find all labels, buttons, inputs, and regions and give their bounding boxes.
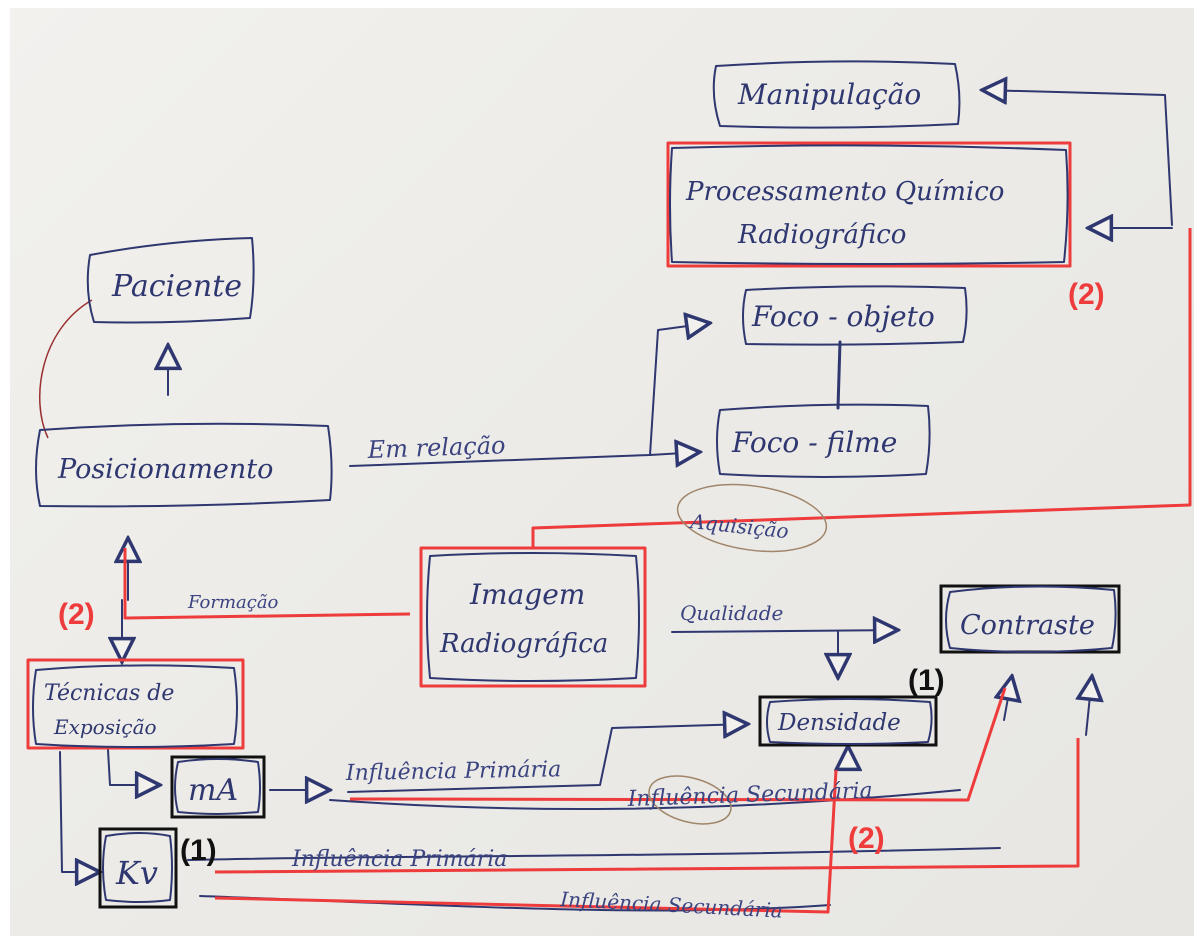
red-line-kv-secundaria-densidade [214, 769, 838, 914]
marker-black-1-densidade: (1) [908, 664, 945, 697]
edge-up-contraste-1 [1004, 676, 1012, 721]
label-formacao: Formação [187, 592, 279, 613]
box-tecnicas [32, 664, 238, 748]
node-kv: Kv [115, 854, 158, 892]
node-contraste: Contraste [960, 610, 1095, 641]
marker-red-2-bottom: (2) [848, 822, 885, 855]
label-aquisicao: Aquisição [687, 509, 789, 543]
node-foco-filme: Foco - filme [731, 426, 897, 459]
red-box-tecnicas [26, 658, 245, 750]
label-qualidade: Qualidade [680, 601, 783, 625]
edge-kv-primaria [187, 847, 1001, 861]
ellipse-aquisicao [676, 483, 828, 553]
node-manipulacao: Manipulação [737, 78, 921, 111]
edge-influencia-primaria-densidade [347, 724, 748, 793]
edge-tecnicas-kv [59, 751, 100, 872]
label-influencia-primaria-kv: Influência Primária [291, 847, 507, 872]
node-imagem-line1: Imagem [469, 578, 585, 611]
label-em-relacao: Em relação [366, 431, 506, 464]
edge-labels: Em relação Aquisição Formação Qualidade … [187, 431, 873, 922]
node-densidade: Densidade [777, 710, 901, 736]
edge-qualidade-contraste [671, 630, 898, 632]
red-box-processamento [666, 141, 1072, 268]
node-imagem-line2: Radiográfica [439, 629, 608, 659]
red-line-imagem-processamento [531, 228, 1192, 548]
black-box-densidade [758, 695, 938, 747]
node-posicionamento: Posicionamento [57, 454, 273, 485]
box-kv [102, 832, 173, 903]
box-densidade [766, 698, 933, 745]
black-box-kv [98, 827, 178, 909]
node-processamento-line1: Processamento Químico [685, 177, 1004, 207]
box-foco-objeto [742, 285, 968, 346]
edge-paciente-to-posicionamento [39, 299, 93, 439]
label-influencia-secundaria-kv: Influência Secundária [559, 887, 784, 923]
box-manipulacao [712, 60, 961, 129]
edge-tecnicas-ma [107, 749, 160, 785]
box-foco-filme [716, 403, 931, 478]
marker-red-2-tecnicas: (2) [58, 598, 95, 631]
marker-red-2-processamento: (2) [1068, 278, 1105, 311]
box-ma [174, 758, 261, 815]
red-line-kv-primaria-contraste [214, 738, 1080, 874]
box-paciente [86, 237, 255, 324]
node-ma: mA [188, 773, 238, 808]
node-tecnicas-line2: Exposição [53, 715, 157, 739]
edge-foco-objeto-foco-filme [836, 340, 842, 410]
markers: (2) (2) (2) (1) (1) [58, 278, 1105, 867]
marker-black-1-kv: (1) [180, 834, 217, 867]
box-processamento [669, 144, 1069, 265]
red-annotations [26, 141, 1192, 914]
node-processamento-line2: Radiográfico [737, 220, 906, 250]
black-box-ma [170, 755, 266, 819]
node-paciente: Paciente [111, 269, 242, 304]
box-imagem [426, 552, 640, 682]
edge-to-manipulacao [982, 90, 1173, 226]
paper-background [10, 8, 1194, 936]
node-tecnicas-line1: Técnicas de [44, 681, 174, 706]
box-contraste [945, 585, 1117, 653]
red-box-imagem [419, 546, 647, 688]
red-line-imagem-tecnicas [123, 548, 411, 620]
label-influencia-secundaria-ma: Influência Secundária [626, 778, 873, 812]
edge-up-contraste-2 [1086, 676, 1092, 736]
node-boxes [32, 60, 1117, 903]
edge-em-relacao-foco-objeto [649, 323, 710, 456]
black-annotations [98, 584, 1121, 909]
box-posicionamento [35, 422, 333, 508]
node-foco-objeto: Foco - objeto [751, 300, 935, 333]
node-labels: Manipulação Processamento Químico Radiog… [44, 78, 1095, 892]
label-influencia-primaria-ma: Influência Primária [345, 757, 562, 786]
red-line-ma-contraste [349, 687, 1007, 802]
ellipse-influencia-secundaria [648, 775, 732, 825]
